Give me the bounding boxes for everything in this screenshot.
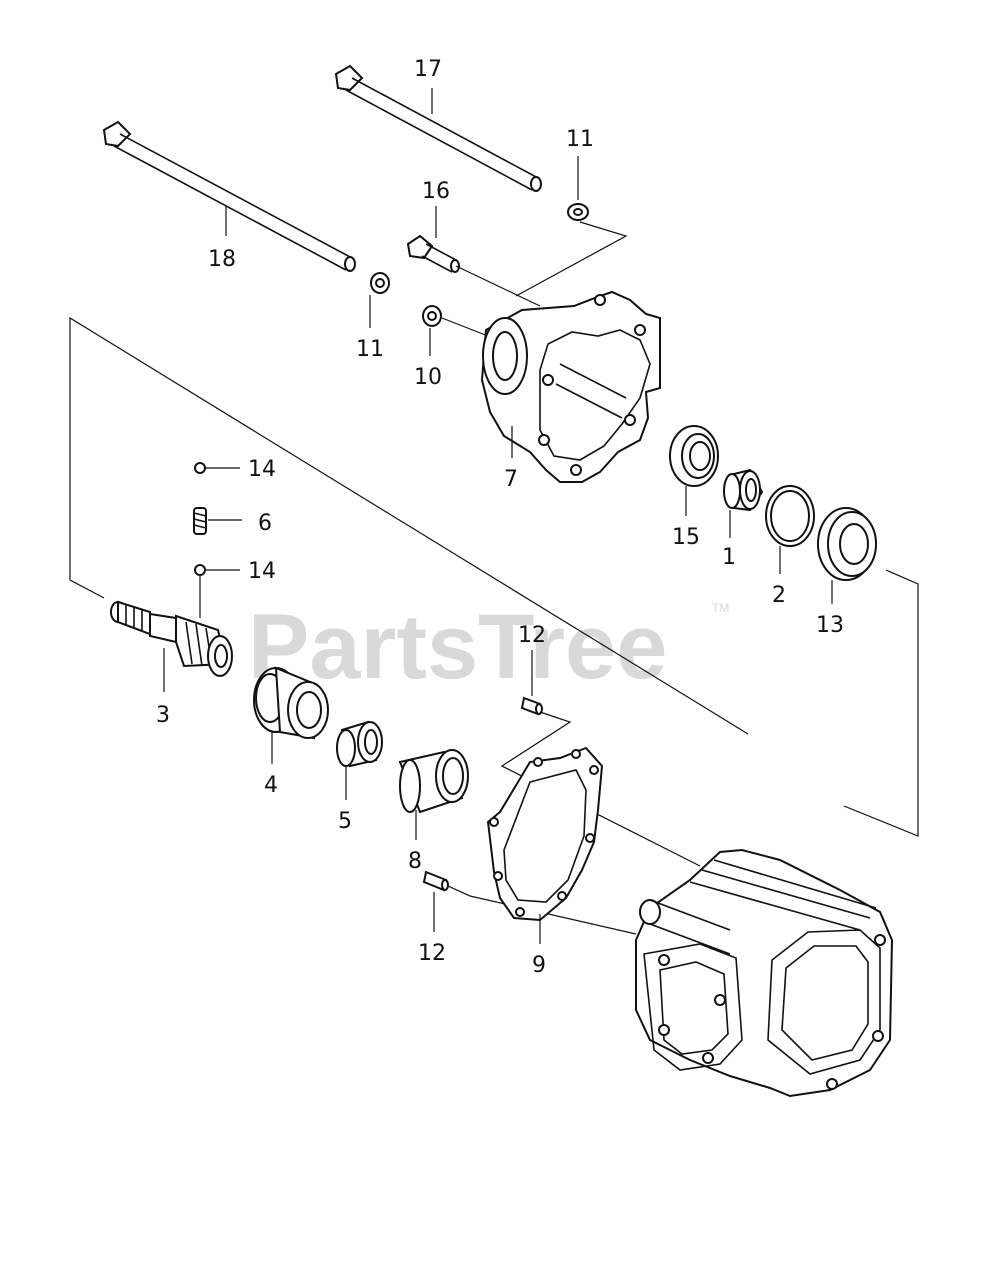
assembly-line-11 (515, 221, 628, 297)
callout-11-upper[interactable]: 11 (566, 127, 594, 152)
part-7-housing[interactable] (480, 290, 661, 483)
callout-10[interactable]: 10 (414, 365, 442, 390)
part-6-spring[interactable] (193, 507, 207, 535)
part-13-bearing[interactable] (817, 507, 877, 581)
part-3-splined-shaft[interactable] (110, 600, 233, 677)
callout-3[interactable]: 3 (156, 703, 170, 728)
callout-5[interactable]: 5 (338, 809, 352, 834)
callout-11-lower[interactable]: 11 (356, 337, 384, 362)
callout-14-upper[interactable]: 14 (248, 457, 276, 482)
callout-12-upper[interactable]: 12 (518, 623, 546, 648)
part-16-bolt[interactable] (406, 234, 460, 273)
assembly-line-16 (455, 265, 541, 307)
assembly-line-13 (843, 569, 919, 837)
part-4-seal[interactable] (253, 666, 329, 740)
part-12-pin-lower[interactable] (422, 870, 449, 892)
part-8-sleeve[interactable] (398, 749, 469, 814)
part-1-bushing[interactable] (723, 468, 764, 512)
part-14-ball-upper[interactable] (194, 462, 206, 474)
part-2-snap-ring[interactable] (765, 485, 815, 547)
part-12-pin-upper[interactable] (520, 696, 543, 716)
part-15-seal[interactable] (669, 425, 719, 487)
part-9-gasket[interactable] (486, 746, 604, 922)
callout-9[interactable]: 9 (532, 953, 546, 978)
callout-6[interactable]: 6 (258, 511, 272, 536)
part-17-long-bolt[interactable] (334, 64, 542, 192)
callout-14-lower[interactable]: 14 (248, 559, 276, 584)
part-14-ball-lower[interactable] (194, 564, 206, 576)
part-5-bushing[interactable] (336, 720, 383, 768)
callout-15[interactable]: 15 (672, 525, 700, 550)
part-10-washer[interactable] (422, 305, 442, 327)
watermark-text: PartsTree (248, 596, 667, 698)
callout-18[interactable]: 18 (208, 247, 236, 272)
callout-12-lower[interactable]: 12 (418, 941, 446, 966)
callout-4[interactable]: 4 (264, 773, 278, 798)
watermark-trademark: TM (712, 601, 729, 615)
callout-1[interactable]: 1 (722, 545, 736, 570)
part-18-long-bolt[interactable] (102, 120, 356, 272)
assembly-line-main (69, 316, 749, 735)
callout-7[interactable]: 7 (504, 467, 518, 492)
callout-17[interactable]: 17 (414, 57, 442, 82)
assembly-line-12-lower (447, 885, 637, 935)
part-11-washer-upper[interactable] (567, 203, 589, 221)
assembly-line-12-upper (500, 711, 701, 867)
part-11-washer-lower[interactable] (370, 272, 390, 294)
assembly-line-10 (441, 317, 489, 337)
transmission-case[interactable] (635, 848, 894, 1098)
callout-2[interactable]: 2 (772, 583, 786, 608)
callout-8[interactable]: 8 (408, 849, 422, 874)
callout-13[interactable]: 13 (816, 613, 844, 638)
callout-16[interactable]: 16 (422, 179, 450, 204)
